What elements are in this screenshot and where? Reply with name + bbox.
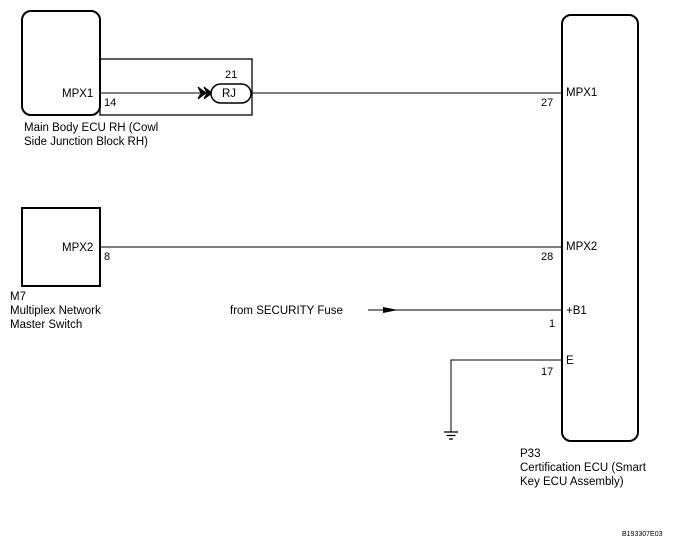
- cert-ecu-terminal-mpx2: MPX2: [566, 241, 598, 253]
- wire-ground: [450, 359, 562, 432]
- multiplex-switch-caption-2: Master Switch: [10, 319, 83, 331]
- cert-ecu-pin-mpx1: 27: [541, 97, 554, 109]
- cert-ecu-terminal-e: E: [566, 355, 574, 367]
- cert-ecu-terminal-mpx1: MPX1: [566, 87, 598, 99]
- junction-block-outline: [99, 58, 253, 116]
- figure-reference: B193307E03: [622, 531, 663, 538]
- fuse-arrow-icon: [383, 307, 398, 313]
- connector-arrow-icon: [197, 86, 207, 100]
- main-body-ecu-caption-1: Main Body ECU RH (Cowl: [24, 122, 159, 134]
- main-body-ecu-terminal: MPX1: [62, 88, 94, 100]
- cert-ecu-caption-1: Certification ECU (Smart: [520, 462, 646, 474]
- multiplex-switch-code: M7: [10, 291, 26, 303]
- main-body-ecu-caption-2: Side Junction Block RH): [24, 136, 148, 148]
- certification-ecu-box: [561, 14, 639, 442]
- cert-ecu-pin-e: 17: [541, 366, 554, 378]
- multiplex-switch-pin: 8: [104, 251, 111, 263]
- multiplex-switch-terminal: MPX2: [62, 242, 94, 254]
- multiplex-switch-caption-1: Multiplex Network: [10, 305, 101, 317]
- rj-label: RJ: [222, 88, 237, 100]
- ground-icon: [444, 431, 458, 440]
- cert-ecu-terminal-b1: +B1: [566, 305, 587, 317]
- rj-pin: 21: [225, 69, 238, 81]
- fuse-source-label: from SECURITY Fuse: [230, 305, 343, 317]
- cert-ecu-code: P33: [520, 448, 541, 460]
- main-body-ecu-pin: 14: [104, 97, 117, 109]
- cert-ecu-pin-b1: 1: [549, 318, 556, 330]
- cert-ecu-caption-2: Key ECU Assembly): [520, 476, 624, 488]
- cert-ecu-pin-mpx2: 28: [541, 251, 554, 263]
